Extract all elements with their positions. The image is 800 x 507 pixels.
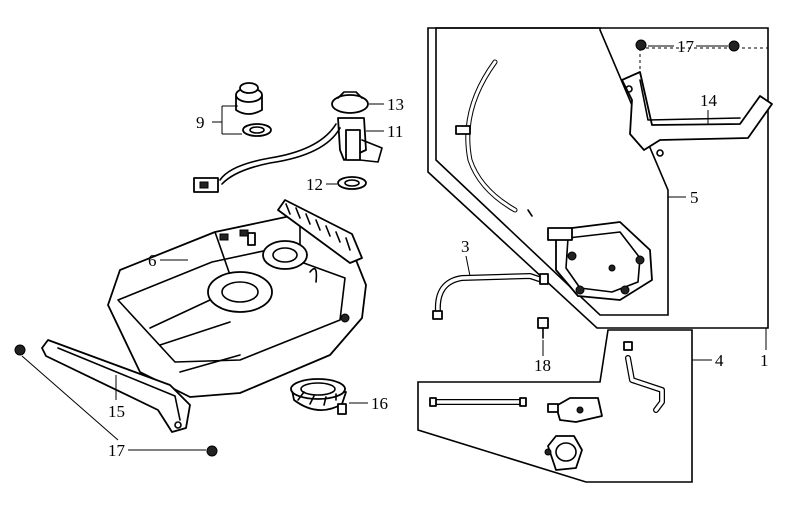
callout-16: 16 bbox=[371, 394, 388, 413]
callout-14: 14 bbox=[700, 91, 718, 110]
callout-3: 3 bbox=[461, 237, 470, 256]
assembly-5-outline bbox=[435, 27, 669, 316]
callout-18: 18 bbox=[534, 356, 551, 375]
callout-17-upper: 17 bbox=[677, 37, 695, 56]
callout-6: 6 bbox=[148, 251, 157, 270]
callout-4: 4 bbox=[715, 351, 724, 370]
fuel-hose bbox=[432, 273, 549, 320]
callout-9: 9 bbox=[196, 113, 205, 132]
callout-17-lower: 17 bbox=[108, 441, 126, 460]
callout-15: 15 bbox=[108, 402, 125, 421]
assembly-1-outline bbox=[427, 27, 769, 329]
callout-5: 5 bbox=[690, 188, 699, 207]
fuel-cap bbox=[235, 82, 272, 137]
fuel-filter-kit bbox=[429, 341, 665, 471]
callout-1: 1 bbox=[760, 351, 769, 370]
callout-12: 12 bbox=[306, 175, 323, 194]
fuel-level-sensor bbox=[193, 91, 383, 193]
nut-lower bbox=[206, 445, 218, 457]
fuel-tank bbox=[107, 199, 367, 398]
fuel-pump-assembly bbox=[455, 59, 653, 301]
fuel-strainer bbox=[290, 378, 347, 415]
nut-upper-right bbox=[728, 40, 740, 52]
bolt bbox=[537, 317, 549, 339]
nut-upper-left bbox=[635, 39, 647, 51]
pump-bracket bbox=[621, 47, 773, 157]
sensor-gasket bbox=[337, 176, 367, 190]
callout-13: 13 bbox=[387, 95, 404, 114]
assembly-4-outline bbox=[417, 329, 693, 483]
callout-11: 11 bbox=[387, 122, 403, 141]
